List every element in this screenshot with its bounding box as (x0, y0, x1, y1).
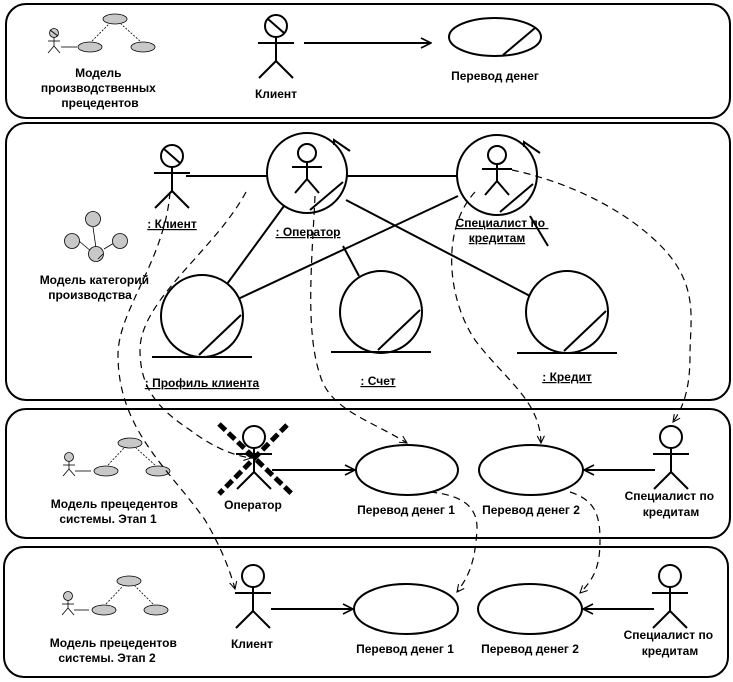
panel-system-stage2-frame (3, 546, 729, 678)
business-actor-client-icon (258, 14, 294, 79)
system-usecase-transfer2-stage2 (477, 583, 583, 635)
system-model-stage1-label: Модель прецедентов системы. Этап 1 (51, 497, 181, 526)
system-usecase-transfer1-stage1-label: Перевод денег 1 (357, 503, 455, 517)
system-actor-client-label: Клиент (231, 637, 273, 651)
business-worker-credit-specialist-label: Специалист по кредитам (456, 216, 549, 245)
system-actor-credit-specialist-label-2: Специалист по кредитам (624, 628, 717, 658)
system-model-stage1-icon (62, 437, 171, 477)
trace-usecase2-stage1-to-stage2 (569, 491, 601, 593)
business-actor-client-label-2: : Клиент (147, 217, 197, 231)
system-usecase-transfer1-stage2 (353, 583, 459, 635)
business-entity-account-label: : Счет (360, 374, 395, 388)
trace-specialist-to-usecase2 (451, 191, 541, 443)
system-actor-operator-icon (236, 425, 272, 490)
trace-client-to-system-client (117, 191, 235, 589)
association-lines (186, 175, 549, 300)
business-actor-client-icon-2 (154, 144, 190, 209)
business-actor-client-label: Клиент (255, 87, 297, 101)
system-usecase-transfer1-stage1 (355, 444, 459, 496)
system-model-stage2-label: Модель прецедентов системы. Этап 2 (50, 636, 180, 665)
business-usecase-money-transfer-icon (448, 17, 542, 57)
business-worker-operator-label: : Оператор (276, 225, 341, 239)
business-entity-credit-icon (517, 270, 617, 354)
trace-dependency-arrows (117, 169, 692, 593)
system-usecase-transfer2-stage1 (478, 444, 584, 496)
business-worker-credit-specialist-icon (456, 134, 541, 216)
business-usecase-model-label: Модель производственных прецедентов (41, 66, 159, 110)
business-analysis-model-icon (64, 211, 128, 262)
system-actor-credit-specialist-icon (653, 425, 689, 490)
system-usecase-transfer2-stage2-label: Перевод денег 2 (481, 642, 579, 656)
operator-removed-cross-icon (217, 422, 294, 496)
system-actor-operator-label: Оператор (224, 498, 282, 512)
system-model-stage2-icon (61, 575, 169, 616)
trace-specialist-to-system-specialist (511, 169, 692, 422)
panel-business-analysis-frame (5, 122, 731, 401)
business-entity-credit-label: : Кредит (542, 370, 592, 384)
system-actor-credit-specialist-icon-2 (652, 564, 688, 629)
business-usecase-money-transfer-label: Перевод денег (451, 69, 539, 83)
system-usecase-transfer1-stage2-label: Перевод денег 1 (356, 642, 454, 656)
business-entity-account-icon (331, 270, 431, 354)
system-actor-client-icon (235, 564, 271, 629)
business-entity-client-profile-icon (152, 274, 252, 358)
trace-operator-to-system-operator (139, 191, 251, 458)
panel-business-usecase-frame (5, 3, 731, 119)
system-usecase-transfer2-stage1-label: Перевод денег 2 (482, 503, 580, 517)
business-entity-client-profile-label: : Профиль клиента (145, 376, 260, 390)
system-actor-credit-specialist-label: Специалист по кредитам (625, 489, 718, 519)
panel-system-stage1-frame (5, 408, 731, 539)
business-worker-operator-icon (266, 132, 351, 214)
business-usecase-model-icon (47, 13, 156, 54)
business-analysis-model-label: Модель категорий производства (40, 273, 153, 302)
